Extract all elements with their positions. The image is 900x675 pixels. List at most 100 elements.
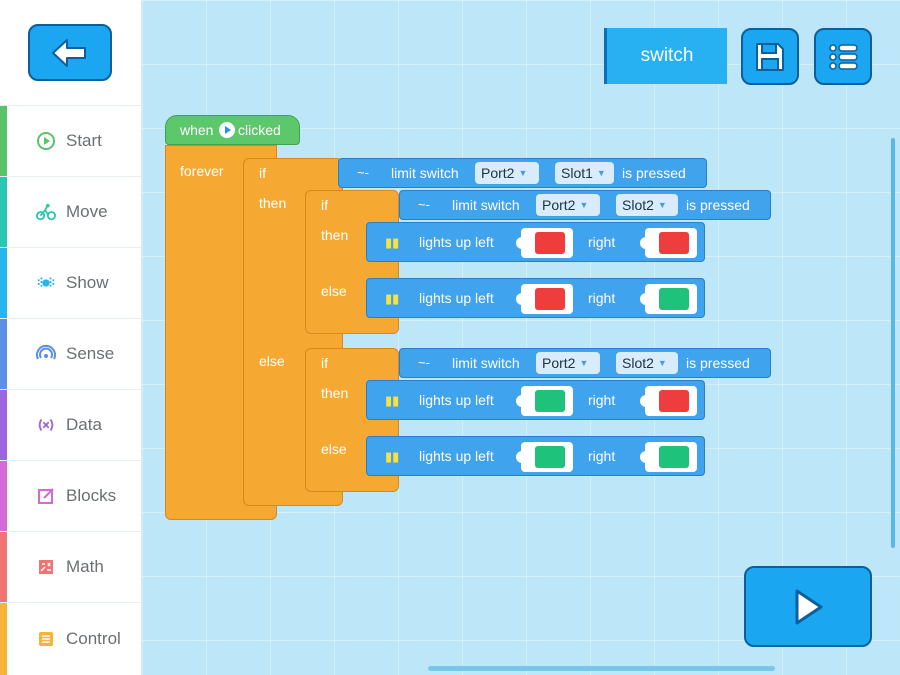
lights-up-block-4[interactable]: ▮▮ lights up left right: [366, 436, 705, 476]
variable-icon: [36, 415, 56, 435]
right-label: right: [588, 448, 616, 464]
category-start[interactable]: Start: [0, 105, 141, 176]
category-data[interactable]: Data: [0, 389, 141, 460]
lights-up-block-1[interactable]: ▮▮ lights up left right: [366, 222, 705, 262]
then-label: then: [259, 195, 287, 211]
hat-clicked-label: clicked: [238, 122, 281, 138]
project-name-field[interactable]: switch: [604, 28, 727, 84]
lights-up-left-label: lights up left: [419, 290, 494, 306]
limit-switch-condition-3[interactable]: ~- limit switch Port2▼ Slot2▼ is pressed: [399, 348, 771, 378]
right-label: right: [588, 234, 616, 250]
is-pressed-label: is pressed: [622, 165, 686, 181]
category-label: Data: [66, 415, 102, 434]
else-label: else: [259, 353, 285, 369]
when-clicked-hat-block[interactable]: when clicked: [165, 115, 300, 145]
arrow-left-icon: [52, 38, 86, 67]
edit-icon: [36, 486, 56, 506]
menu-button[interactable]: [814, 28, 872, 85]
left-color-picker[interactable]: [516, 386, 573, 416]
port-dropdown[interactable]: Port2▼: [536, 352, 600, 374]
category-label: Start: [66, 131, 102, 150]
dropdown-arrow-icon: ▼: [657, 200, 667, 210]
run-button[interactable]: [744, 566, 872, 647]
category-label: Show: [66, 273, 109, 292]
left-color-swatch: [535, 288, 565, 310]
port-dropdown[interactable]: Port2▼: [475, 162, 539, 184]
category-math[interactable]: Math: [0, 531, 141, 602]
forever-label: forever: [180, 163, 224, 179]
port-value: Port2: [481, 165, 515, 181]
category-label: Sense: [66, 344, 115, 363]
port-dropdown[interactable]: Port2▼: [536, 194, 600, 216]
lights-up-block-3[interactable]: ▮▮ lights up left right: [366, 380, 705, 420]
signal-icon: [36, 344, 56, 364]
limit-switch-condition-2[interactable]: ~- limit switch Port2▼ Slot2▼ is pressed: [399, 190, 771, 220]
if-label: if: [321, 197, 328, 213]
dropdown-arrow-icon: ▼: [596, 168, 606, 178]
list-menu-icon: [829, 43, 858, 70]
lights-up-block-2[interactable]: ▮▮ lights up left right: [366, 278, 705, 318]
category-label: Move: [66, 202, 108, 221]
left-color-swatch: [535, 232, 565, 254]
play-icon: [795, 589, 823, 624]
is-pressed-label: is pressed: [686, 355, 750, 371]
right-color-swatch: [659, 446, 689, 468]
slot-value: Slot1: [561, 165, 593, 181]
if-label: if: [321, 355, 328, 371]
else-label: else: [321, 441, 347, 457]
light-icon: [36, 273, 56, 293]
if-label: if: [259, 165, 266, 181]
category-show[interactable]: Show: [0, 247, 141, 318]
led-icon: ▮▮: [385, 393, 400, 408]
left-color-picker[interactable]: [516, 228, 573, 258]
dropdown-arrow-icon: ▼: [579, 200, 589, 210]
left-color-swatch: [535, 446, 565, 468]
play-circle-icon: [36, 131, 56, 151]
limit-switch-condition-1[interactable]: ~- limit switch Port2▼ Slot1▼ is pressed: [338, 158, 707, 188]
flag-play-icon: [218, 121, 236, 144]
category-blocks[interactable]: Blocks: [0, 460, 141, 531]
horizontal-scrollbar[interactable]: [428, 666, 775, 671]
is-pressed-label: is pressed: [686, 197, 750, 213]
left-color-picker[interactable]: [516, 284, 573, 314]
category-control[interactable]: Control: [0, 602, 141, 675]
right-color-picker[interactable]: [640, 228, 697, 258]
category-label: Blocks: [66, 486, 117, 505]
category-move[interactable]: Move: [0, 176, 141, 247]
category-sense[interactable]: Sense: [0, 318, 141, 389]
right-label: right: [588, 290, 616, 306]
limit-switch-icon: ~-: [418, 197, 430, 212]
right-color-picker[interactable]: [640, 284, 697, 314]
hat-when-label: when: [180, 122, 214, 138]
back-button[interactable]: [28, 24, 112, 81]
then-label: then: [321, 385, 349, 401]
right-color-swatch: [659, 232, 689, 254]
lights-up-left-label: lights up left: [419, 392, 494, 408]
category-label: Control: [66, 629, 121, 648]
dropdown-arrow-icon: ▼: [579, 358, 589, 368]
right-color-picker[interactable]: [640, 442, 697, 472]
save-icon: [756, 42, 784, 71]
right-label: right: [588, 392, 616, 408]
led-icon: ▮▮: [385, 291, 400, 306]
category-label: Math: [66, 557, 104, 576]
slot-dropdown[interactable]: Slot2▼: [616, 352, 678, 374]
right-color-swatch: [659, 288, 689, 310]
slot-dropdown[interactable]: Slot2▼: [616, 194, 678, 216]
calculator-icon: [36, 557, 56, 577]
vertical-scrollbar[interactable]: [891, 138, 895, 548]
left-color-picker[interactable]: [516, 442, 573, 472]
limit-switch-label: limit switch: [391, 165, 459, 181]
limit-switch-label: limit switch: [452, 197, 520, 213]
right-color-picker[interactable]: [640, 386, 697, 416]
led-icon: ▮▮: [385, 449, 400, 464]
slot-value: Slot2: [622, 197, 654, 213]
right-color-swatch: [659, 390, 689, 412]
save-button[interactable]: [741, 28, 799, 85]
slot-value: Slot2: [622, 355, 654, 371]
list-icon: [36, 629, 56, 649]
else-label: else: [321, 283, 347, 299]
block-palette-sidebar: Start Move Show Sense Data Blocks: [0, 0, 142, 675]
slot-dropdown[interactable]: Slot1▼: [555, 162, 614, 184]
led-icon: ▮▮: [385, 235, 400, 250]
